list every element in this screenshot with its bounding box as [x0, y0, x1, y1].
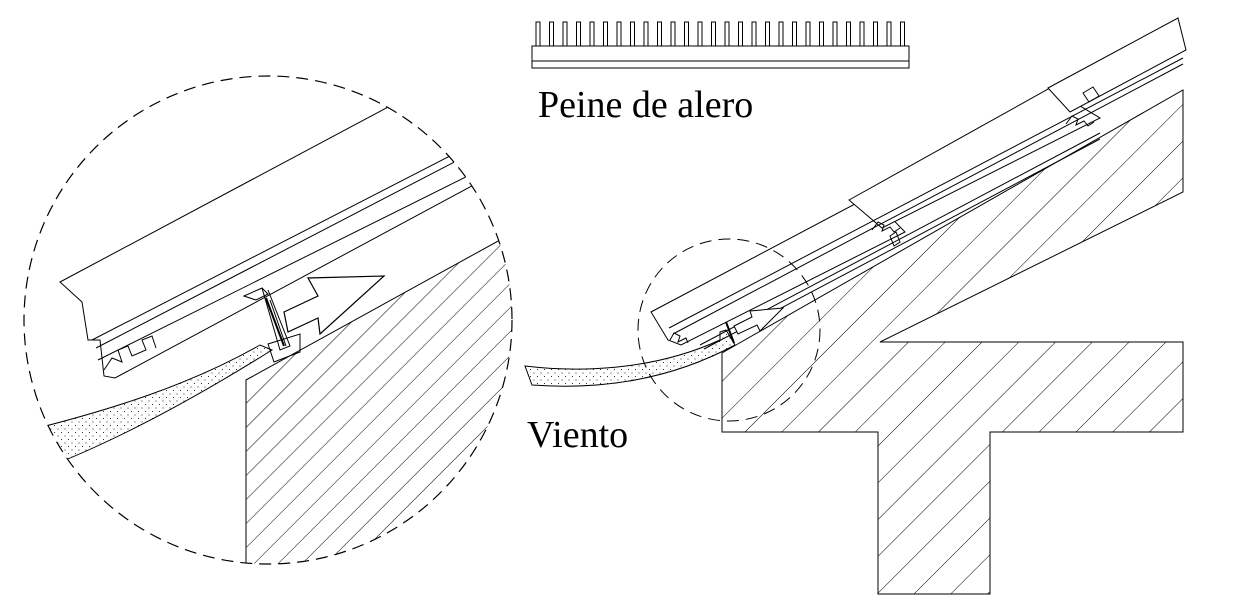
comb-tooth: [724, 21, 730, 46]
comb-tooth: [873, 21, 878, 46]
tile-nibs: [669, 86, 1100, 344]
detail-comb-clip: [242, 287, 301, 363]
tile-3: [1047, 17, 1187, 113]
comb-tooth: [697, 21, 703, 46]
comb-tooth: [738, 21, 743, 46]
comb-tooth: [805, 21, 811, 46]
comb-tooth: [751, 21, 757, 46]
comb-tooth: [562, 21, 568, 46]
comb-tooth: [900, 21, 905, 46]
eaves-comb: [531, 21, 910, 69]
main-wind-stream: [524, 329, 736, 387]
enlarged-detail: [23, 75, 513, 565]
comb-tooth: [711, 21, 716, 46]
roof-tiles: [650, 17, 1187, 350]
comb-tooth: [657, 21, 662, 46]
detail-wind-arrow: [283, 275, 386, 336]
comb-tooth: [603, 21, 608, 46]
comb-tooth: [535, 21, 541, 46]
wind-label: Viento: [527, 414, 629, 456]
comb-tooth: [859, 21, 865, 46]
comb-tooth: [616, 21, 622, 46]
comb-tooth: [846, 21, 851, 46]
detail-wind-stream: [29, 344, 274, 471]
comb-tooth: [589, 21, 595, 46]
comb-tooth: [630, 21, 635, 46]
masonry-section: [721, 89, 1184, 595]
comb-tooth: [684, 21, 689, 46]
comb-tooth: [643, 21, 649, 46]
comb-tooth: [670, 21, 676, 46]
comb-tooth: [792, 21, 797, 46]
comb-tooth: [778, 21, 784, 46]
comb-tooth: [765, 21, 770, 46]
comb-tooth: [886, 21, 892, 46]
comb-teeth: [535, 21, 905, 46]
comb-tooth: [832, 21, 838, 46]
detail-wall: [245, 239, 512, 564]
comb-tooth: [576, 21, 581, 46]
comb-tooth: [819, 21, 824, 46]
main-wind-arrow: [725, 307, 785, 344]
tile-2: [848, 87, 1102, 229]
detail-callout-circle: [637, 238, 821, 422]
comb-label: Peine de alero: [538, 84, 754, 126]
comb-tooth: [549, 21, 554, 46]
